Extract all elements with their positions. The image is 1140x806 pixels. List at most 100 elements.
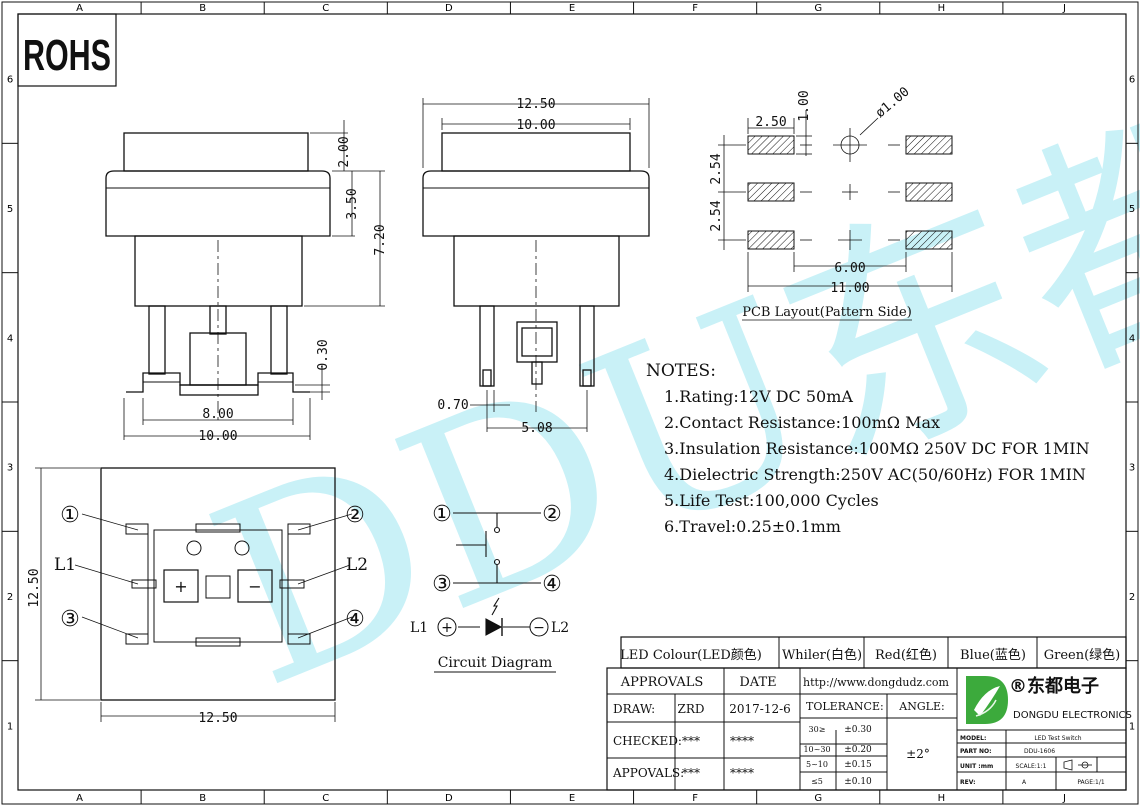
bottom-pin-1: ① <box>60 503 80 528</box>
rohs-label: ROHS <box>23 31 111 80</box>
title-block-grid <box>606 667 1127 791</box>
tb-scale-label: SCALE:1:1 <box>1016 763 1047 770</box>
bottom-pin-2: ② <box>345 503 365 528</box>
frame-column-label: G <box>814 793 822 804</box>
dim-5-08: 5.08 <box>521 421 552 436</box>
pcb-dim-1-00: 1.00 <box>797 90 812 121</box>
frame-row-label: 2 <box>7 592 13 603</box>
frame-row-label: 1 <box>1129 721 1135 732</box>
pcb-dim-6-00: 6.00 <box>834 261 865 276</box>
front-view <box>422 132 650 412</box>
pcb-pad <box>747 135 795 155</box>
frame-column-label: E <box>569 793 575 804</box>
led-colour-label: LED Colour(LED颜色) <box>620 647 762 663</box>
bottom-l1: L1 <box>54 555 76 575</box>
frame-column-label: D <box>445 3 453 14</box>
frame-row-label: 3 <box>7 463 13 474</box>
notes-title: NOTES: <box>646 361 716 381</box>
frame-column-label: A <box>76 3 83 14</box>
dim-3-50: 3.50 <box>345 188 360 219</box>
circuit-minus: − <box>533 620 545 636</box>
circuit-l1: L1 <box>410 620 428 636</box>
tb-tol-range: 30≥ <box>809 725 826 734</box>
tb-checked-name: *** <box>682 734 700 748</box>
frame-row-label: 5 <box>1129 204 1135 215</box>
frame-row-label: 6 <box>1129 75 1135 86</box>
tb-tol-value: ±0.20 <box>844 745 872 755</box>
frame-column-label: B <box>199 3 206 14</box>
frame-column-label: J <box>1062 3 1066 14</box>
tb-tol-range: ≤5 <box>811 777 823 786</box>
tb-company-en: DONGDU ELECTRONICS <box>1013 710 1132 721</box>
frame-column-label: F <box>692 3 698 14</box>
tb-page-label: PAGE:1/1 <box>1077 779 1105 786</box>
note-item: 2.Contact Resistance:100mΩ Max <box>664 413 940 432</box>
note-item: 6.Travel:0.25±0.1mm <box>664 517 841 536</box>
tb-model-value: LED Test Switch <box>1034 735 1081 742</box>
tb-website: http://www.dongdudz.com <box>803 676 950 689</box>
tb-checked-date: **** <box>730 734 754 748</box>
pcb-hole: ø1.00 <box>873 84 913 121</box>
rohs-box: ROHS <box>17 13 117 87</box>
pcb-caption: PCB Layout(Pattern Side) <box>742 305 912 320</box>
tb-company-cn: ®东都电子 <box>1009 675 1099 697</box>
bottom-l2: L2 <box>346 555 368 575</box>
notes-block: NOTES: 1.Rating:12V DC 50mA 2.Contact Re… <box>646 361 1090 536</box>
pcb-dim-11-00: 11.00 <box>830 281 869 296</box>
circuit-pin-3: ③ <box>432 572 452 597</box>
tb-unit-label: UNIT :mm <box>960 763 993 770</box>
tb-rev-label: REV: <box>960 779 976 786</box>
pcb-pad <box>747 182 795 202</box>
frame-row-label: 1 <box>7 721 13 732</box>
tb-tol-value: ±0.30 <box>844 725 872 735</box>
tb-approvals-date: **** <box>730 766 754 780</box>
circuit-pin-4: ④ <box>542 572 562 597</box>
tb-tol-range: 5~10 <box>806 760 828 769</box>
frame-column-label: H <box>938 793 946 804</box>
led-colour-white: Whiler(白色) <box>782 647 862 663</box>
tb-part-value: DDU-1606 <box>1024 748 1055 755</box>
side-view-dimensions <box>123 120 385 440</box>
side-view <box>105 132 331 420</box>
frame-column-label: F <box>692 793 698 804</box>
tb-angle-label: ANGLE: <box>898 700 944 713</box>
dim-0-30: 0.30 <box>316 339 331 370</box>
dim-10-00-side: 10.00 <box>198 429 237 444</box>
tb-approvals-label: APPOVALS: <box>612 766 684 780</box>
frame-row-label: 4 <box>7 333 13 344</box>
tb-rev-value: A <box>1022 779 1027 786</box>
frame-row-label: 3 <box>1129 463 1135 474</box>
led-colour-green: Green(绿色) <box>1044 647 1121 663</box>
frame-column-label: C <box>322 793 329 804</box>
circuit-pin-2: ② <box>542 502 562 527</box>
note-item: 5.Life Test:100,000 Cycles <box>664 491 879 510</box>
pcb-layout: 2.50 1.00 ø1.00 2.54 2.54 6.00 11.00 PCB… <box>709 84 953 321</box>
pcb-pitch-b: 2.54 <box>709 200 724 231</box>
bottom-dim-12-50-horizontal: 12.50 <box>198 711 237 726</box>
bottom-pin-3: ③ <box>60 607 80 632</box>
tb-draw-date: 2017-12-6 <box>729 702 791 716</box>
frame-column-label: B <box>199 793 206 804</box>
tb-draw-name: ZRD <box>678 702 705 716</box>
frame-column-label: C <box>322 3 329 14</box>
pcb-pad <box>905 230 953 250</box>
frame-column-label: H <box>938 3 946 14</box>
circuit-diagram <box>434 512 556 673</box>
led-colour-red: Red(红色) <box>875 647 937 663</box>
bottom-pin-4: ④ <box>345 607 365 632</box>
tb-approvals-header: APPROVALS <box>620 675 704 690</box>
bottom-minus: − <box>248 577 261 596</box>
frame-column-label: G <box>814 3 822 14</box>
front-view-dimensions <box>422 98 650 432</box>
dim-0-70: 0.70 <box>437 398 468 413</box>
circuit-l2: L2 <box>551 620 569 636</box>
tb-checked-label: CHECKED: <box>613 734 682 748</box>
pcb-pad <box>747 230 795 250</box>
tb-draw-label: DRAW: <box>613 702 655 716</box>
tb-date-header: DATE <box>739 675 776 690</box>
dim-2-00: 2.00 <box>337 136 352 167</box>
frame-column-label: A <box>76 793 83 804</box>
tb-angle-value: ±2° <box>906 747 930 761</box>
